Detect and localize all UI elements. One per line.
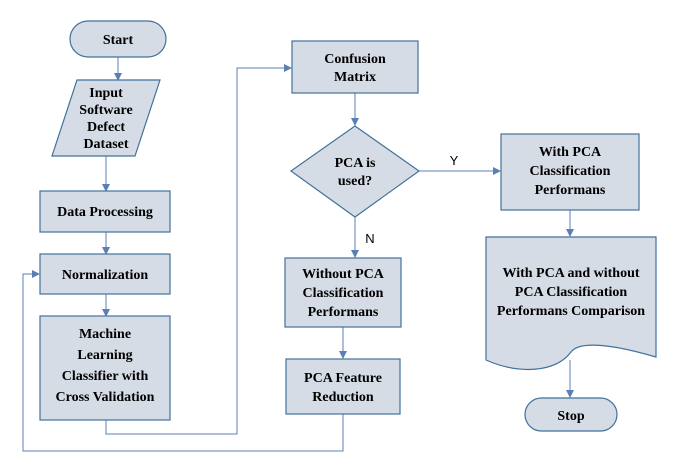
with-pca-node: With PCA Classification Performans: [500, 133, 640, 211]
input-label-line-4: Dataset: [83, 137, 128, 152]
yes-label: Y: [450, 153, 459, 168]
pca-feature-label-line-1: PCA Feature: [304, 371, 382, 386]
without-pca-label-line-2: Classification: [303, 286, 384, 301]
ml-classifier-node: Machine Learning Classifier with Cross V…: [39, 315, 171, 421]
stop-node: Stop: [524, 397, 618, 432]
normalization-node: Normalization: [39, 253, 171, 295]
ml-classifier-label-line-3: Classifier with: [62, 369, 149, 384]
edge-feature-normalization-loop: [22, 270, 344, 452]
without-pca-label-line-1: Without PCA: [302, 267, 385, 282]
start-node: Start: [69, 20, 167, 58]
pca-feature-label-line-2: Reduction: [312, 390, 374, 405]
no-label: N: [365, 231, 374, 246]
ml-classifier-label-line-1: Machine: [79, 327, 131, 342]
input-label-line-2: Software: [79, 103, 132, 118]
comparison-label-line-1: With PCA and without: [502, 266, 639, 281]
confusion-matrix-node: Confusion Matrix: [291, 40, 419, 94]
connectors: [22, 57, 574, 452]
ml-classifier-label-line-4: Cross Validation: [56, 390, 155, 405]
decision-label-line-1: PCA is: [335, 156, 376, 171]
normalization-label: Normalization: [62, 268, 149, 283]
with-pca-label-line-2: Classification: [530, 164, 611, 179]
confusion-matrix-label-line-1: Confusion: [324, 52, 386, 67]
ml-classifier-label-line-2: Learning: [77, 348, 132, 363]
decision-label-line-2: used?: [338, 174, 372, 189]
with-pca-label-line-3: Performans: [535, 183, 606, 198]
input-node: Input Software Defect Dataset: [51, 79, 161, 157]
input-label-line-3: Defect: [87, 120, 125, 135]
with-pca-label-line-1: With PCA: [539, 145, 602, 160]
stop-label: Stop: [557, 409, 584, 424]
start-label: Start: [103, 33, 134, 48]
data-processing-node: Data Processing: [39, 190, 171, 233]
comparison-label-line-2: PCA Classification: [515, 285, 628, 300]
decision-node: PCA is used?: [289, 125, 421, 218]
input-label-line-1: Input: [89, 86, 123, 101]
pca-feature-node: PCA Feature Reduction: [285, 358, 401, 415]
comparison-label-line-3: Performans Comparison: [497, 304, 645, 319]
comparison-node: With PCA and without PCA Classification …: [485, 236, 657, 371]
without-pca-node: Without PCA Classification Performans: [284, 257, 402, 328]
without-pca-label-line-3: Performans: [308, 305, 379, 320]
edge-classifier-confusion: [105, 64, 292, 435]
data-processing-label: Data Processing: [57, 205, 153, 220]
confusion-matrix-label-line-2: Matrix: [334, 70, 376, 85]
